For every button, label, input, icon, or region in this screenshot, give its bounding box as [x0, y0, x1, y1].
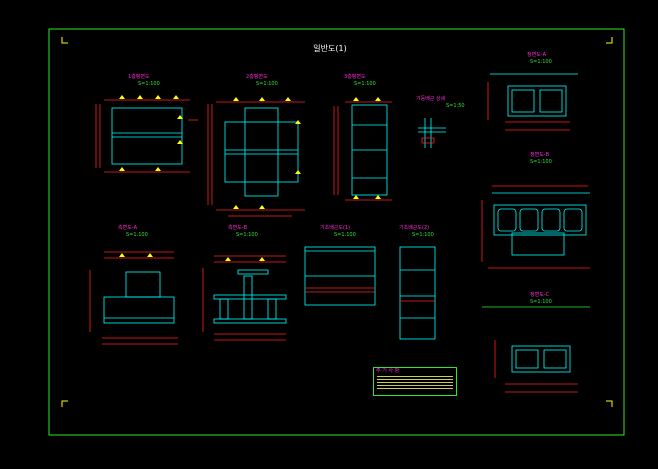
marker-triangle	[259, 257, 265, 261]
view-label: 기초배근도(2)	[399, 225, 430, 231]
view-scale: S=1:100	[354, 81, 376, 87]
marker-triangle	[259, 205, 265, 209]
view-3-plan	[333, 101, 392, 201]
notes-heading: 주 기 사 항	[376, 368, 400, 374]
view-scale: S=1:100	[530, 59, 552, 65]
view-scale: S=1:100	[412, 232, 434, 238]
view-label: 측면도-B	[228, 225, 248, 231]
view-scale: S=1:100	[530, 299, 552, 305]
marker-triangle	[119, 167, 125, 171]
view-10-foundation	[304, 246, 376, 306]
view-label: 정면도-A	[527, 52, 547, 58]
marker-triangle	[155, 95, 161, 99]
sheet-title: 일반도(1)	[313, 44, 347, 53]
marker-triangle	[285, 97, 291, 101]
view-scale: S=1:100	[334, 232, 356, 238]
marker-triangle	[295, 120, 301, 124]
marker-triangle	[177, 140, 183, 144]
view-label: 기초배근도(1)	[320, 225, 351, 231]
view-7-section	[482, 306, 590, 393]
view-scale: S=1:100	[126, 232, 148, 238]
view-2-plan	[207, 101, 305, 217]
view-label: 정면도-C	[530, 292, 550, 298]
notes-box: 주 기 사 항	[373, 367, 457, 396]
marker-triangle	[375, 195, 381, 199]
marker-triangle	[353, 97, 359, 101]
marker-triangle	[233, 205, 239, 209]
marker-triangle	[375, 97, 381, 101]
notes-text-lines	[377, 374, 453, 391]
marker-triangle	[119, 253, 125, 257]
view-5-section	[487, 73, 578, 131]
marker-triangle	[177, 115, 183, 119]
marker-triangle	[155, 167, 161, 171]
view-label: 2층평면도	[246, 74, 268, 80]
view-label: 1층평면도	[128, 74, 150, 80]
grid-markers	[119, 95, 381, 261]
view-label: 측면도-A	[118, 225, 138, 231]
marker-triangle	[119, 95, 125, 99]
view-8-elevation	[89, 251, 178, 345]
marker-triangle	[233, 97, 239, 101]
marker-triangle	[353, 195, 359, 199]
view-label: 3층평면도	[344, 74, 366, 80]
view-scale: S=1:50	[446, 103, 465, 109]
corner-marks	[61, 37, 613, 407]
marker-triangle	[295, 170, 301, 174]
view-scale: S=1:100	[138, 81, 160, 87]
view-scale: S=1:100	[256, 81, 278, 87]
marker-triangle	[225, 257, 231, 261]
marker-triangle	[259, 97, 265, 101]
view-4-detail	[418, 118, 446, 148]
marker-triangle	[173, 95, 179, 99]
view-label: 기둥배근 상세	[416, 96, 446, 102]
view-scale: S=1:100	[530, 159, 552, 165]
marker-triangle	[147, 253, 153, 257]
view-1-plan	[95, 99, 198, 173]
view-6-section	[481, 185, 590, 269]
marker-triangle	[137, 95, 143, 99]
sheet-border	[48, 28, 625, 436]
view-11-foundation	[399, 246, 436, 340]
view-scale: S=1:100	[236, 232, 258, 238]
view-9-elevation	[202, 255, 287, 341]
view-label: 정면도-B	[530, 152, 550, 158]
